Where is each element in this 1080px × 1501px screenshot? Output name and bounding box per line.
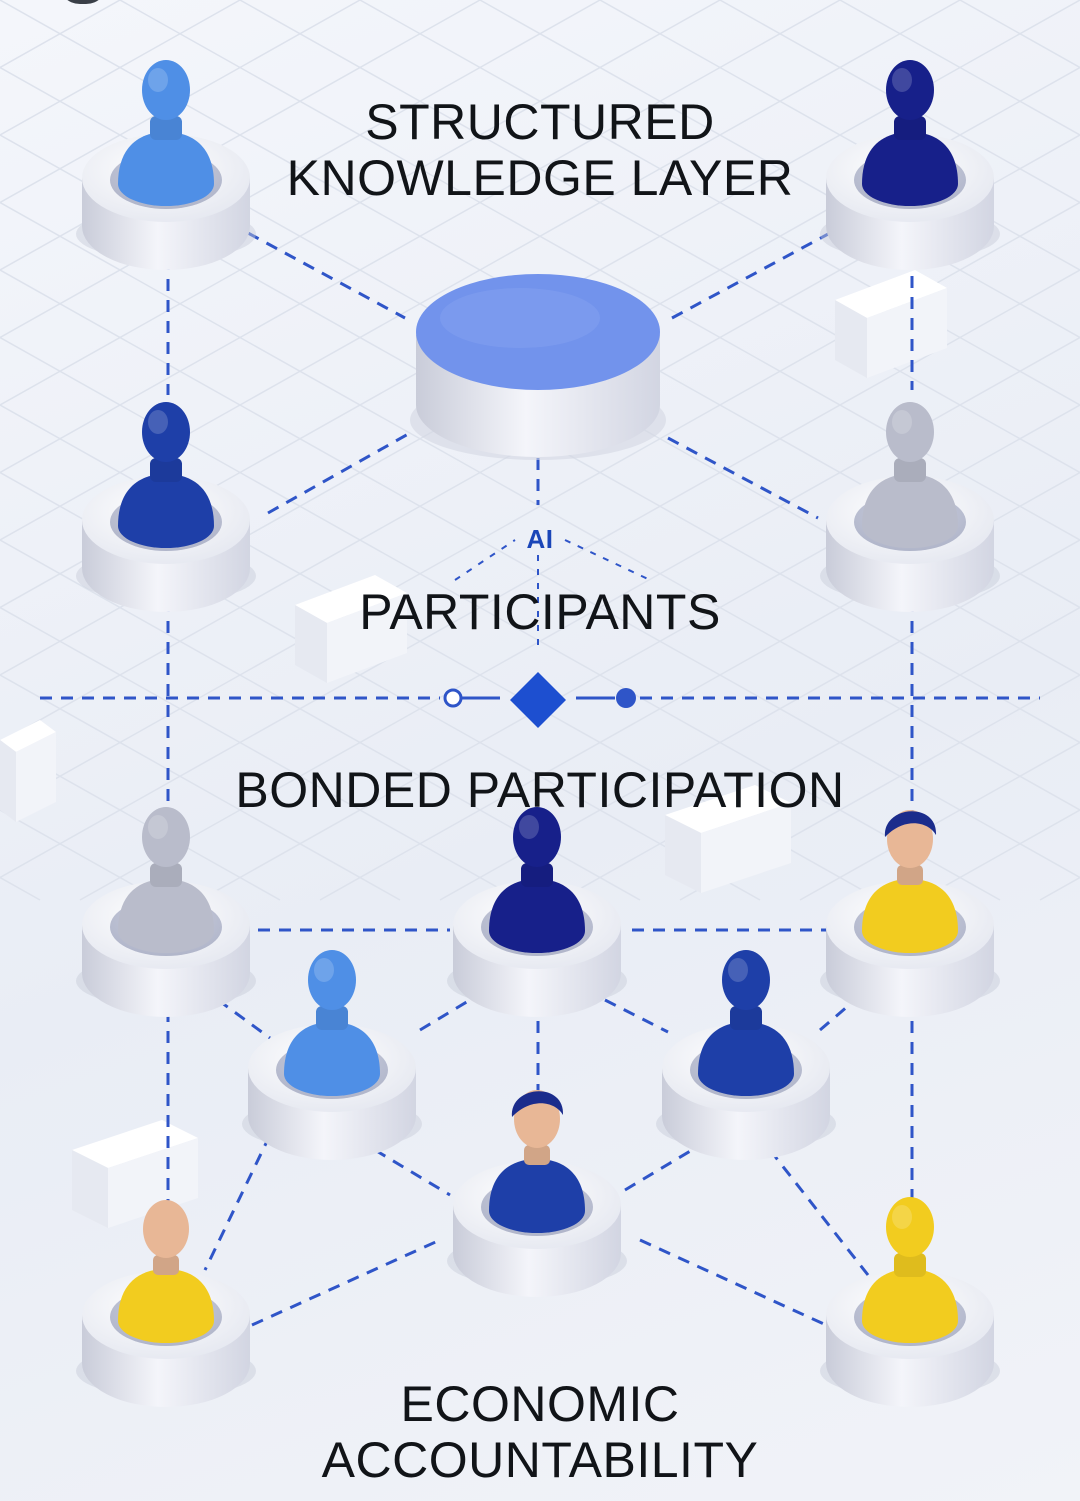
- dashed-connector: [252, 1240, 440, 1325]
- label-line: KNOWLEDGE LAYER: [0, 150, 1080, 206]
- dashed-connector: [668, 438, 818, 518]
- dashed-connector: [820, 1000, 855, 1030]
- dashed-connector: [420, 1000, 470, 1030]
- person-silhouette-icon: [489, 807, 585, 953]
- dashed-connector: [625, 1150, 692, 1190]
- economic-accountability-label: ECONOMIC ACCOUNTABILITY: [0, 1376, 1080, 1488]
- person-avatar-icon: [118, 1200, 214, 1343]
- participant-node-lower-left: [242, 950, 422, 1160]
- dashed-connector: [205, 1135, 270, 1270]
- dashed-connector: [218, 1000, 270, 1038]
- person-silhouette-icon: [698, 950, 794, 1096]
- person-avatar-icon: [862, 810, 958, 953]
- dashed-connector: [248, 233, 405, 318]
- participant-node-bond-center: [447, 807, 627, 1017]
- dashed-connector: [605, 1000, 668, 1032]
- person-avatar-icon: [489, 1090, 585, 1233]
- person-silhouette-icon: [284, 950, 380, 1096]
- hub-highlight: [440, 288, 600, 348]
- dashed-connector: [770, 1150, 868, 1275]
- label-line: ACCOUNTABILITY: [0, 1432, 1080, 1488]
- participant-node-lower-right: [656, 950, 836, 1160]
- dashed-connector: [672, 233, 830, 318]
- participant-node-bottom-center: [447, 1090, 627, 1297]
- knowledge-hub: [410, 274, 666, 460]
- participant-node-bond-right: [820, 810, 1000, 1017]
- label-line: STRUCTURED: [0, 94, 1080, 150]
- dashed-connector: [640, 1240, 826, 1325]
- ai-label: AI: [0, 524, 1080, 554]
- person-silhouette-icon: [862, 1197, 958, 1343]
- bonded-participation-label: BONDED PARTICIPATION: [0, 762, 1080, 818]
- structured-knowledge-layer-label: STRUCTURED KNOWLEDGE LAYER: [0, 94, 1080, 206]
- hollow-node-icon: [445, 690, 461, 706]
- person-silhouette-icon: [118, 807, 214, 953]
- filled-node-icon: [616, 688, 636, 708]
- participant-node-mid-right: [820, 402, 1000, 612]
- participant-node-bond-left: [76, 807, 256, 1017]
- participant-nodes: [76, 60, 1000, 1407]
- label-line: ECONOMIC: [0, 1376, 1080, 1432]
- participants-label: PARTICIPANTS: [0, 584, 1080, 640]
- dashed-connector: [375, 1150, 450, 1195]
- participant-node-mid-left: [76, 402, 256, 612]
- diamond-icon: [510, 672, 566, 728]
- background-block: [835, 270, 947, 378]
